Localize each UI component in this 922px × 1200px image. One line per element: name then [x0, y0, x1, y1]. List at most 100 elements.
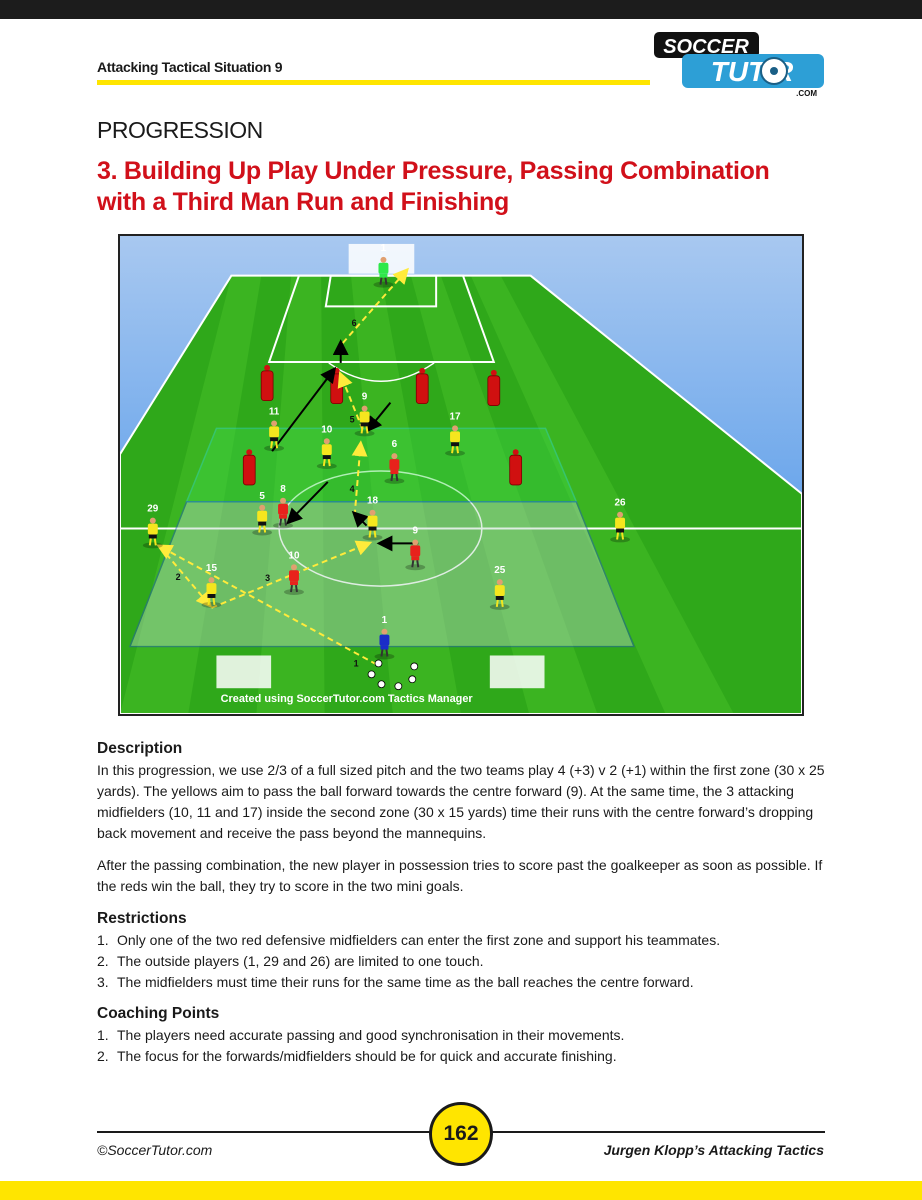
player-number: 26	[615, 498, 627, 509]
pass-arrow	[351, 440, 368, 516]
player-number: 25	[494, 565, 506, 576]
list-item-text: The players need accurate passing and go…	[117, 1027, 625, 1043]
coaching-heading: Coaching Points	[97, 1005, 220, 1022]
pitch	[120, 275, 802, 714]
player: 25	[489, 565, 510, 610]
player: 18	[362, 496, 383, 541]
player-number: 29	[147, 504, 159, 515]
list-item: 2.The outside players (1, 29 and 26) are…	[97, 951, 827, 972]
list-item: 3.The midfielders must time their runs f…	[97, 972, 827, 993]
description-paragraph: In this progression, we use 2/3 of a ful…	[97, 762, 825, 841]
page-number: 162	[429, 1102, 493, 1166]
pass-number: 6	[352, 318, 357, 328]
centre-circle	[278, 470, 483, 587]
player: 5	[252, 491, 273, 536]
mini-goal-left	[216, 655, 272, 689]
pitch-stripe	[470, 275, 734, 714]
drill-title: 3. Building Up Play Under Pressure, Pass…	[97, 157, 770, 216]
player: 17	[445, 411, 465, 457]
player-number: 15	[206, 563, 218, 574]
footer-rule	[490, 1131, 825, 1133]
footer-rule	[97, 1131, 432, 1133]
list-item: 1.Only one of the two red defensive midf…	[97, 930, 827, 951]
player: 1	[373, 243, 394, 288]
movement-arrow	[271, 366, 337, 452]
player-number: 5	[259, 491, 265, 502]
player-number: 11	[269, 407, 280, 418]
player-number: 10	[288, 550, 300, 561]
player-number: 10	[321, 424, 333, 435]
player: 8	[273, 484, 293, 529]
pass-number: 3	[265, 573, 270, 583]
player-number: 8	[280, 484, 286, 495]
header-rule	[97, 80, 650, 85]
bottom-bar	[0, 1181, 922, 1200]
player-number: 1	[381, 243, 387, 254]
pitch-stripe	[351, 275, 461, 714]
list-item-text: Only one of the two red defensive midfie…	[117, 932, 721, 948]
pass-arrow	[156, 544, 377, 666]
player: 1	[374, 615, 395, 660]
svg-text:SOCCER: SOCCER	[663, 36, 749, 58]
pass-number: 1	[354, 658, 359, 668]
mannequin-icon	[242, 449, 256, 486]
player-number: 18	[367, 496, 379, 507]
mannequin-icon	[260, 364, 274, 402]
section-heading: PROGRESSION	[97, 117, 263, 143]
list-item-text: The outside players (1, 29 and 26) are l…	[117, 953, 484, 969]
page-body: Description In this progression, we use …	[97, 738, 827, 1077]
movement-arrow	[286, 481, 329, 525]
footer-book-title: Jurgen Klopp’s Attacking Tactics	[603, 1142, 824, 1158]
player-number: 17	[450, 411, 462, 422]
description-heading: Description	[97, 740, 183, 757]
description-paragraph: After the passing combination, the new p…	[97, 857, 823, 894]
player: 26	[610, 498, 631, 543]
player: 29	[142, 504, 163, 549]
mannequin-icon	[415, 367, 429, 404]
zone-two	[185, 427, 578, 503]
list-item: 2.The focus for the forwards/midfielders…	[97, 1046, 827, 1067]
list-item-text: The focus for the forwards/midfielders s…	[117, 1048, 617, 1064]
player: 9	[354, 392, 375, 437]
ball-icon	[410, 662, 419, 671]
mini-goal-right	[489, 655, 545, 689]
pitch-stripe	[410, 275, 598, 714]
svg-text:.COM: .COM	[796, 89, 817, 98]
footer-copyright: ©SoccerTutor.com	[97, 1142, 213, 1158]
player-number: 6	[392, 439, 398, 450]
restrictions-list: 1.Only one of the two red defensive midf…	[97, 930, 827, 993]
list-item: 1.The players need accurate passing and …	[97, 1025, 827, 1046]
movement-arrow	[351, 510, 369, 528]
top-bar	[0, 0, 922, 19]
pass-number: 5	[350, 414, 355, 424]
pass-arrow	[341, 267, 409, 344]
coaching-list: 1.The players need accurate passing and …	[97, 1025, 827, 1067]
pitch-stripe	[120, 275, 262, 714]
restrictions-heading: Restrictions	[97, 910, 187, 927]
player-number: 9	[362, 392, 368, 403]
mannequin-icon	[487, 369, 501, 406]
section-label: Attacking Tactical Situation 9	[97, 59, 283, 75]
ball-icon	[367, 670, 376, 679]
pass-number: 2	[176, 572, 181, 582]
ball-icon	[394, 682, 403, 691]
player: 6	[384, 439, 405, 484]
pass-arrow	[159, 545, 213, 608]
player: 9	[405, 526, 426, 571]
player: 11	[264, 407, 285, 452]
player-number: 9	[413, 526, 419, 537]
soccertutor-logo: SOCCER TUT R .COM	[654, 32, 824, 98]
list-item-text: The midfielders must time their runs for…	[117, 974, 694, 990]
mannequin-icon	[509, 449, 523, 486]
player-number: 1	[382, 615, 388, 626]
player: 15	[201, 563, 222, 608]
ball-icon	[374, 659, 383, 668]
movement-arrow	[366, 401, 392, 433]
pitch-stripe	[256, 275, 325, 714]
pass-number: 4	[350, 484, 355, 494]
player: 10	[316, 424, 337, 470]
ball-icon	[408, 675, 417, 684]
player: 10	[284, 550, 304, 595]
ball-icon	[377, 680, 386, 689]
